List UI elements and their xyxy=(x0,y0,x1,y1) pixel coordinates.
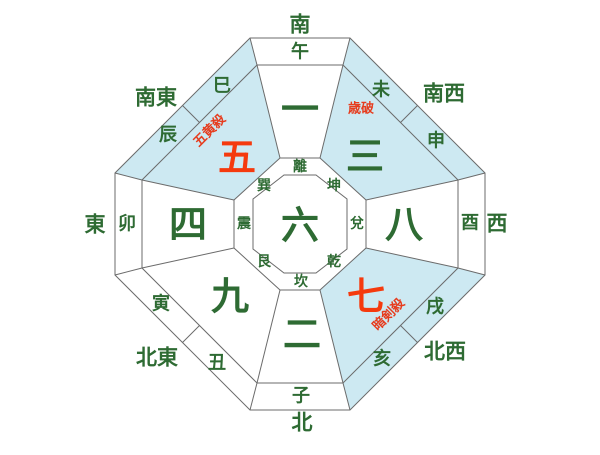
sector-spoke-top-right xyxy=(319,64,344,159)
shade-northwest-sector xyxy=(320,248,458,383)
star-eight-west: 八 xyxy=(385,202,424,247)
sector-spoke-left-bottom xyxy=(141,247,235,269)
star-seven-northwest: 七 xyxy=(347,274,385,319)
zodiac-label-i: 亥 xyxy=(373,348,391,370)
zodiac-label-tatsu: 辰 xyxy=(159,125,177,146)
star-one-south: 一 xyxy=(281,87,319,132)
zodiac-label-inu: 戌 xyxy=(426,296,444,318)
zodiac-divider-southeast xyxy=(182,105,200,123)
direction-label-southwest: 南西 xyxy=(423,81,465,106)
center-octagon xyxy=(252,174,348,274)
annotation-saiha: 歳破 xyxy=(348,101,374,117)
grid-lines xyxy=(114,37,486,411)
direction-label-north: 北 xyxy=(292,410,313,435)
ring-divider-bottom-left xyxy=(249,382,258,411)
ring-divider-right-bottom xyxy=(457,267,486,276)
ring-divider-left-bottom xyxy=(114,267,143,276)
star-nine-northeast: 九 xyxy=(211,274,249,319)
ring-divider-top-left xyxy=(249,37,258,66)
zodiac-label-tora: 寅 xyxy=(152,293,170,315)
star-numbers: 一 二 三 四 五 六 七 八 九 xyxy=(169,87,424,357)
zodiac-divider-northeast xyxy=(182,325,200,343)
trigram-label-li: 離 xyxy=(293,158,307,175)
direction-label-west: 西 xyxy=(487,211,508,236)
trigram-label-qian: 乾 xyxy=(327,253,341,270)
star-six-center: 六 xyxy=(281,203,319,248)
sector-spoke-bottom-right xyxy=(319,289,344,384)
direction-label-northeast: 北東 xyxy=(136,345,178,370)
zodiac-label-mi: 巳 xyxy=(213,76,231,97)
trigram-label-dui: 兌 xyxy=(350,215,364,232)
ring-divider-right-top xyxy=(457,172,486,181)
ring-divider-left-top xyxy=(114,172,143,181)
zodiac-label-ne: 子 xyxy=(292,386,310,407)
direction-label-northwest: 北西 xyxy=(424,339,466,364)
ring-divider-bottom-right xyxy=(342,382,351,411)
direction-labels: 南 北 東 西 南東 南西 北東 北西 xyxy=(85,12,508,435)
trigram-labels: 離 坤 兌 乾 坎 艮 震 巽 xyxy=(236,158,364,290)
direction-label-east: 東 xyxy=(85,212,106,237)
zodiac-label-u: 卯 xyxy=(118,214,136,235)
shade-southwest-sector xyxy=(320,65,458,200)
direction-label-southeast: 南東 xyxy=(135,85,177,110)
sector-spoke-top-left xyxy=(256,64,281,159)
zodiac-label-ushi: 丑 xyxy=(208,353,226,374)
trigram-label-zhen: 震 xyxy=(236,216,252,232)
ring-divider-top-right xyxy=(342,37,351,66)
zodiac-labels: 午 未 申 酉 戌 亥 子 丑 寅 卯 辰 巳 xyxy=(118,41,479,407)
sector-spoke-left-top xyxy=(141,179,235,201)
trigram-label-kun: 坤 xyxy=(327,177,341,194)
zodiac-label-uma: 午 xyxy=(291,41,309,63)
zodiac-divider-southwest xyxy=(400,105,418,123)
zodiac-divider-northwest xyxy=(400,325,418,343)
zodiac-label-tori: 酉 xyxy=(461,213,479,234)
zodiac-label-saru: 申 xyxy=(427,130,445,152)
trigram-label-kan: 坎 xyxy=(294,273,309,290)
trigram-label-gen: 艮 xyxy=(257,254,272,270)
sector-spoke-bottom-left xyxy=(256,289,281,384)
star-two-north: 二 xyxy=(283,312,321,357)
zodiac-label-hitsuji: 未 xyxy=(372,80,391,101)
direction-label-south: 南 xyxy=(290,12,311,37)
trigram-label-xun: 巽 xyxy=(257,178,271,194)
star-four-east: 四 xyxy=(169,202,207,247)
sector-spoke-right-top xyxy=(365,179,459,201)
star-five-southeast: 五 xyxy=(218,135,256,180)
sector-spoke-right-bottom xyxy=(365,247,459,269)
star-three-southwest: 三 xyxy=(346,134,384,179)
shade-southeast-sector xyxy=(142,65,280,200)
